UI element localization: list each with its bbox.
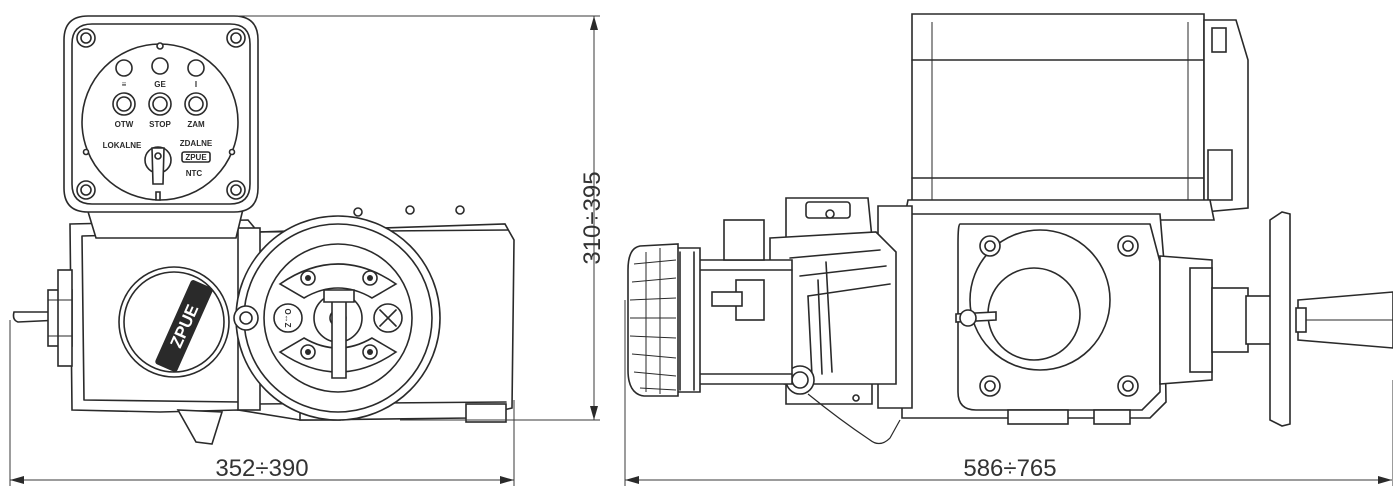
front-view: ≡ GE I OTW STOP ZAM LOKALNE ZDALNE ZPUE … — [12, 15, 515, 445]
side-output-shaft — [1159, 211, 1393, 427]
front-width-dimension: 352÷390 — [9, 320, 515, 486]
handwheel-bolt-4 — [362, 344, 378, 360]
handwheel[interactable]: O↔Z — [235, 215, 441, 421]
panel-badge-logo: ZPUE — [185, 153, 207, 162]
stop-button-label: STOP — [149, 120, 171, 129]
side-fan-cover — [627, 243, 679, 397]
lamp-closed-symbol: I — [195, 80, 197, 89]
front-height-label: 310÷395 — [579, 171, 606, 264]
handwheel-side-bolt — [233, 305, 259, 331]
handwheel-bolt-3 — [300, 344, 316, 360]
panel-badge-code: NTC — [186, 169, 203, 178]
panel-corner-screw-tr — [226, 28, 246, 48]
logo-cover: ZPUE — [118, 266, 230, 378]
lamp-open — [115, 59, 133, 77]
side-cable-box — [769, 197, 913, 445]
front-width-label: 352÷390 — [215, 455, 308, 482]
side-control-box — [903, 13, 1249, 221]
side-main-body — [901, 213, 1167, 425]
panel-side-pin-right — [228, 148, 236, 156]
side-motor — [659, 219, 793, 393]
side-bolt-4 — [1117, 375, 1139, 397]
front-bottom-chute — [176, 409, 224, 445]
side-length-dimension: 586÷765 — [624, 300, 1393, 486]
lamp-fault — [151, 57, 169, 75]
panel-corner-screw-bl — [76, 180, 96, 200]
selector-remote-label: ZDALNE — [180, 139, 213, 148]
front-left-shaft — [12, 269, 73, 367]
body-top-bolt-2 — [405, 205, 415, 215]
mode-selector-knob[interactable] — [144, 146, 172, 201]
handwheel-bolt-2 — [362, 270, 378, 286]
panel-side-pin-left — [82, 148, 90, 156]
side-view — [627, 13, 1393, 445]
panel-corner-screw-br — [226, 180, 246, 200]
handwheel-bolt-1 — [300, 270, 316, 286]
panel-corner-screw-tl — [76, 28, 96, 48]
side-release-lever[interactable] — [955, 309, 997, 327]
panel-top-indicator — [156, 42, 164, 50]
close-button[interactable] — [184, 92, 208, 116]
lamp-fault-label: GE — [154, 80, 166, 89]
handwheel-direction-label: O↔Z — [283, 308, 292, 327]
front-height-dimension: 310÷395 — [160, 15, 606, 421]
open-button-label: OTW — [115, 120, 134, 129]
close-button-label: ZAM — [187, 120, 205, 129]
panel-badge — [181, 151, 211, 163]
lamp-closed — [187, 59, 205, 77]
open-button[interactable] — [112, 92, 136, 116]
control-panel: ≡ GE I OTW STOP ZAM LOKALNE ZDALNE ZPUE … — [63, 15, 259, 213]
side-bolt-1 — [979, 235, 1001, 257]
side-bolt-2 — [1117, 235, 1139, 257]
stop-button[interactable] — [148, 92, 172, 116]
side-length-label: 586÷765 — [963, 455, 1056, 482]
lamp-open-symbol: ≡ — [122, 80, 127, 89]
body-top-bolt-1 — [353, 207, 363, 217]
selector-local-label: LOKALNE — [103, 141, 142, 150]
side-bolt-3 — [979, 375, 1001, 397]
body-top-bolt-3 — [455, 205, 465, 215]
